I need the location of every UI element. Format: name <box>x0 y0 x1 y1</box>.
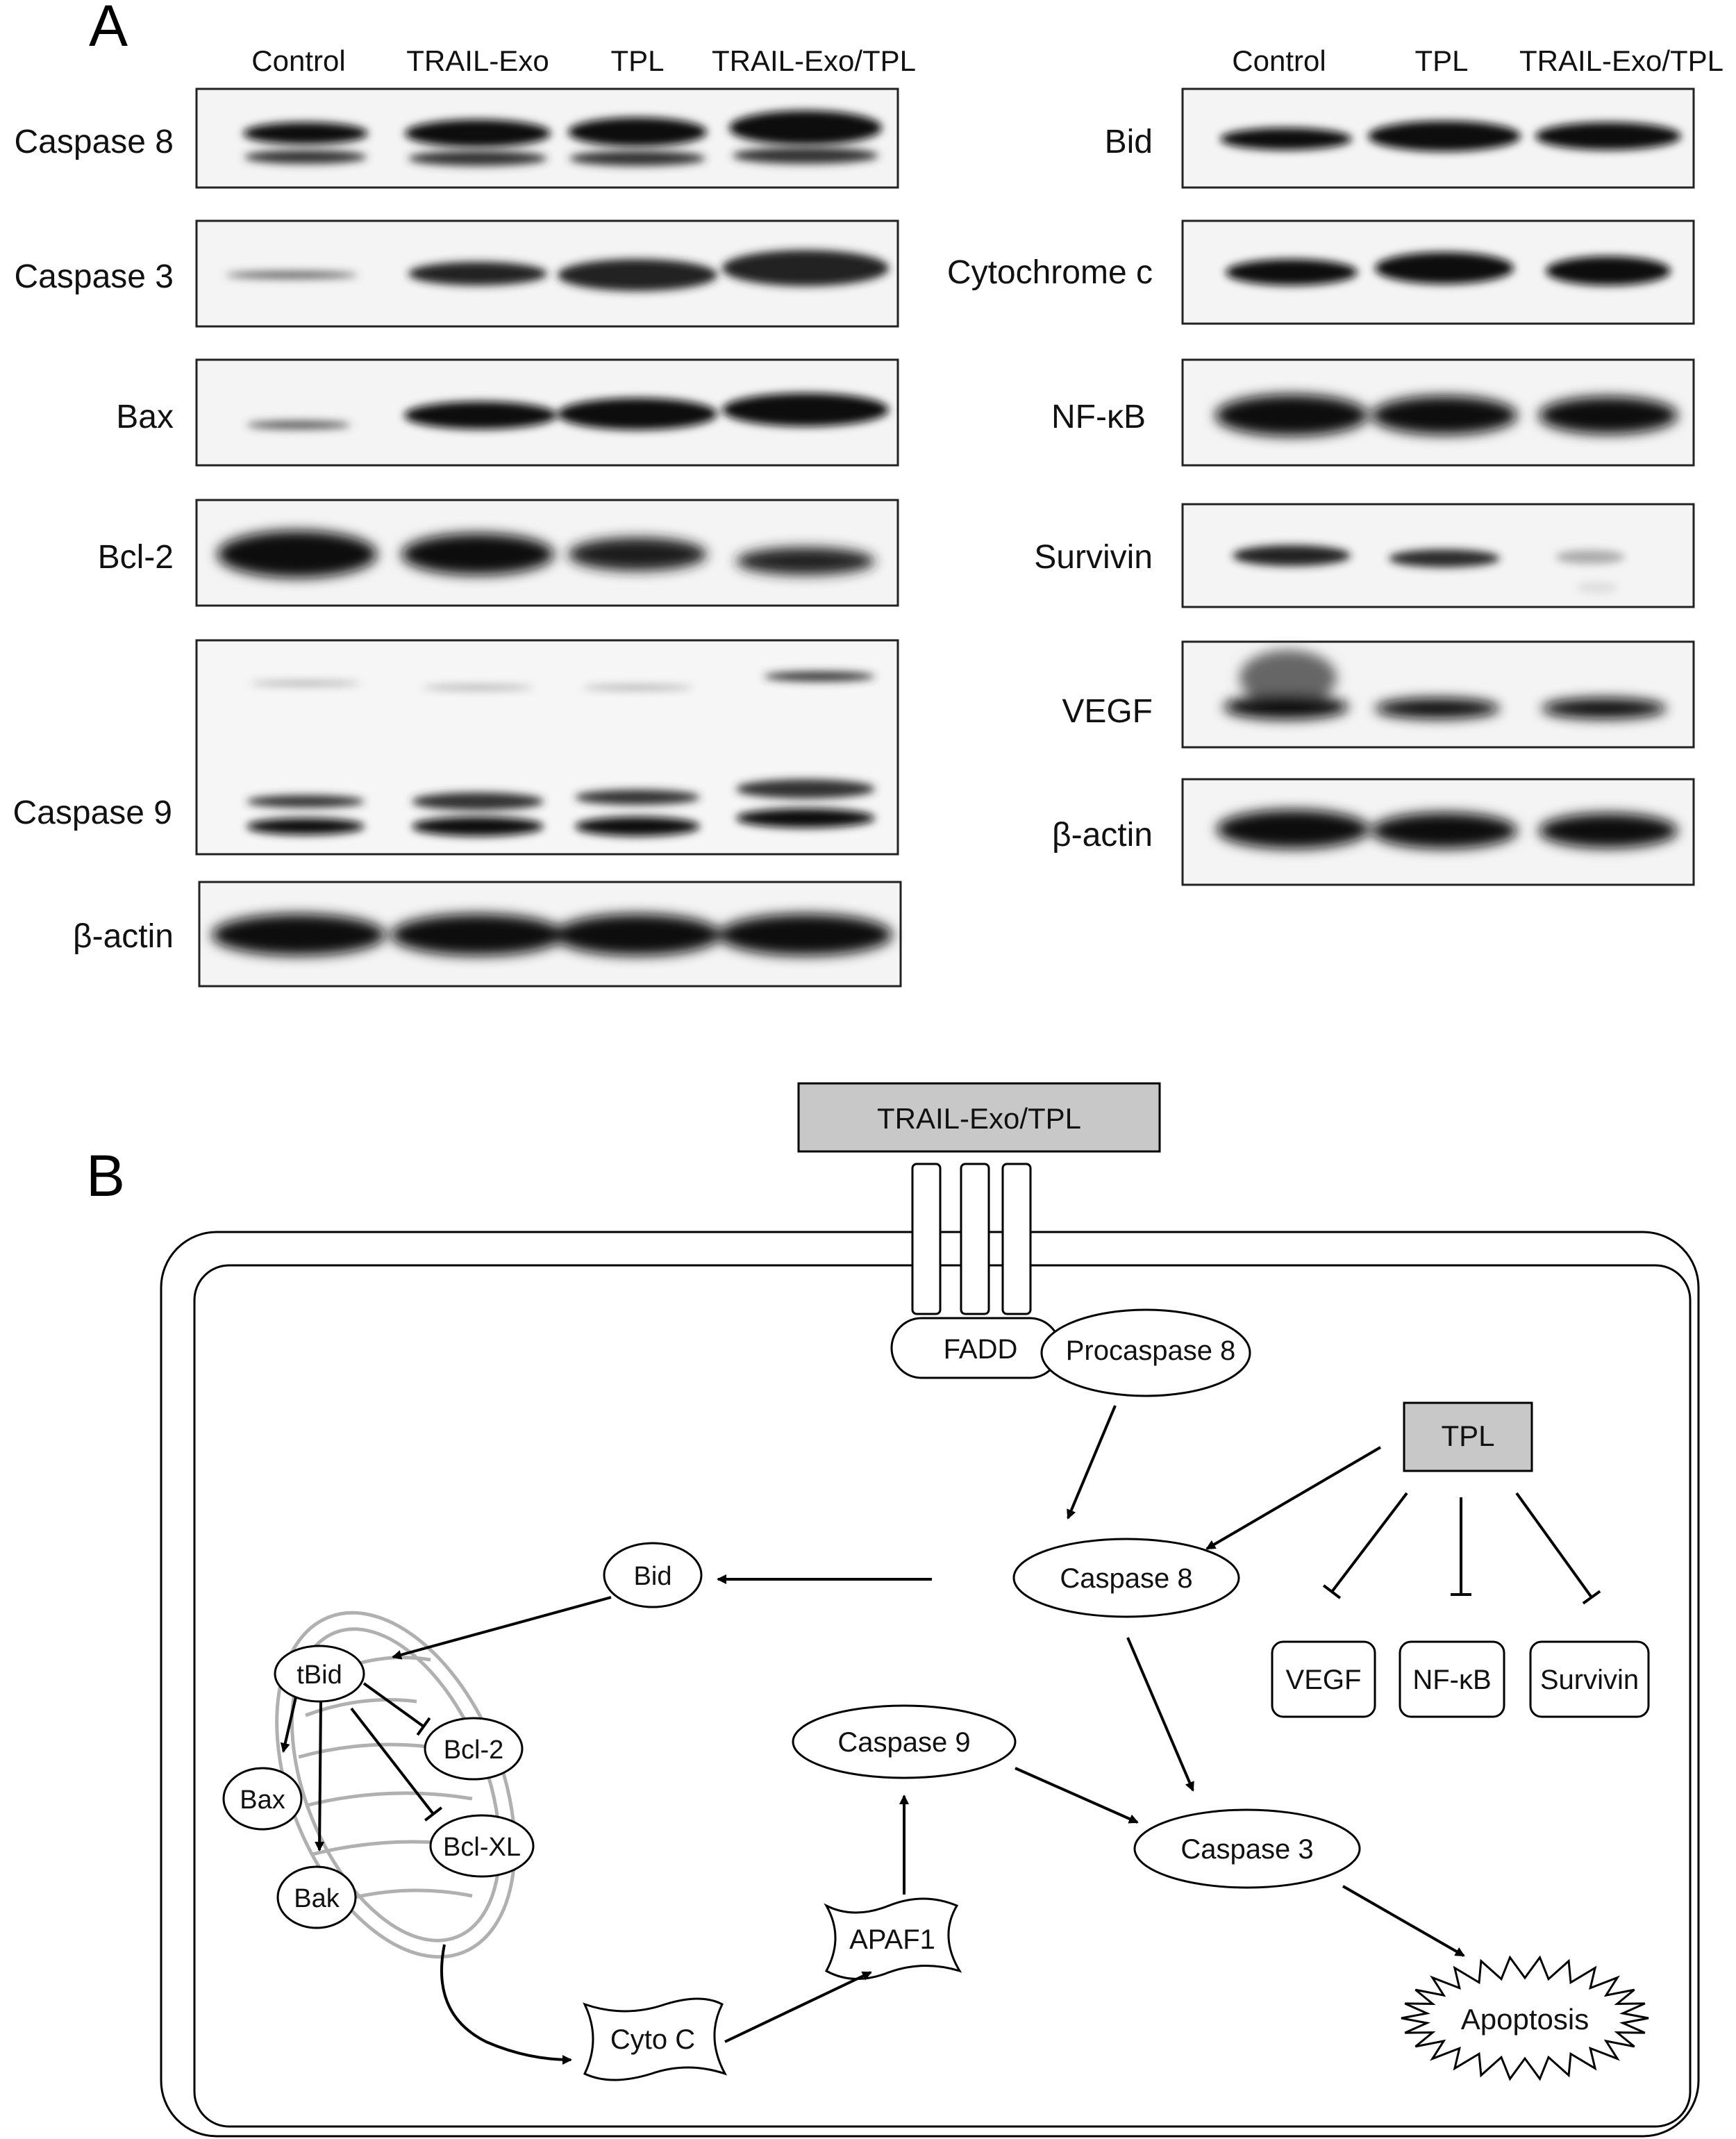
vegf-node <box>1271 1640 1376 1718</box>
bax-node <box>222 1767 303 1831</box>
panel-b-letter: B <box>86 1143 125 1208</box>
apoptosis-node <box>1401 1955 1649 2081</box>
blot-bid: Bid <box>1105 88 1695 189</box>
caspase-9-node <box>792 1704 1017 1779</box>
blot-label: Bid <box>1105 124 1153 160</box>
blot-beta-actin-right: β-actin <box>1052 778 1695 886</box>
lane-label: TRAIL-Exo/TPL <box>1519 44 1724 77</box>
blot-label: Cytochrome c <box>947 254 1153 291</box>
blot-nf-kb: NF-κB <box>1051 358 1695 467</box>
bax-label: Bax <box>240 1786 285 1815</box>
tbid-label: tBid <box>297 1661 342 1690</box>
blot-label: NF-κB <box>1051 399 1146 435</box>
apaf1-node <box>824 1897 962 1980</box>
bak-node <box>276 1865 357 1929</box>
tpl-box <box>1403 1401 1533 1472</box>
caspase-9-label: Caspase 9 <box>837 1727 970 1758</box>
caspase-3-label: Caspase 3 <box>1180 1834 1313 1865</box>
lane-label: Control <box>1232 44 1326 77</box>
blot-bax: Bax <box>116 358 899 467</box>
blot-cytochrome-c: Cytochrome c <box>947 219 1695 325</box>
trail-exo-tpl-box <box>797 1082 1161 1153</box>
blot-label: Caspase 3 <box>15 258 174 295</box>
tpl-label: TPL <box>1441 1420 1494 1452</box>
blot-label: Survivin <box>1034 539 1153 576</box>
caspase-8-node <box>1012 1538 1240 1618</box>
blot-label: Bax <box>116 399 174 435</box>
lane-label: TRAIL-Exo <box>406 44 549 77</box>
blot-label: β-actin <box>1052 817 1153 854</box>
trail-exo-tpl-label: TRAIL-Exo/TPL <box>877 1102 1081 1135</box>
panel-a-letter: A <box>89 0 128 58</box>
pathway-arrows <box>280 1405 1465 2065</box>
fadd-label: FADD <box>944 1334 1018 1365</box>
left-lane-headers: Control TRAIL-Exo TPL TRAIL-Exo/TPL <box>251 44 916 77</box>
blot-label: β-actin <box>73 918 174 955</box>
vegf-label: VEGF <box>1286 1665 1362 1695</box>
apoptosis-label: Apoptosis <box>1461 2003 1589 2036</box>
survivin-node <box>1529 1640 1650 1718</box>
bcl-2-node <box>424 1717 524 1781</box>
lane-label: TRAIL-Exo/TPL <box>712 44 916 77</box>
death-receptor <box>911 1163 1032 1315</box>
cell-inner-membrane <box>193 1264 1692 2128</box>
survivin-label: Survivin <box>1540 1665 1639 1695</box>
lane-label: TPL <box>610 44 664 77</box>
apaf1-label: APAF1 <box>849 1924 935 1955</box>
procaspase-8-node <box>1040 1308 1251 1397</box>
blot-label: Caspase 9 <box>13 794 172 831</box>
right-lane-headers: Control TPL TRAIL-Exo/TPL <box>1232 44 1724 77</box>
nf-kb-label: NF-κB <box>1412 1665 1491 1695</box>
blot-caspase-3: Caspase 3 <box>15 219 899 328</box>
blot-survivin: Survivin <box>1034 503 1695 608</box>
bcl-xl-node <box>429 1814 535 1878</box>
lane-label: Control <box>251 44 345 77</box>
bcl-2-label: Bcl-2 <box>444 1736 504 1765</box>
blot-vegf: VEGF <box>1062 640 1695 749</box>
procaspase-8-label: Procaspase 8 <box>1066 1335 1236 1366</box>
bid-node <box>603 1542 703 1608</box>
caspase-3-node <box>1133 1808 1361 1889</box>
blot-label: Bcl-2 <box>98 539 174 576</box>
cyto-c-node <box>583 1997 728 2081</box>
caspase-8-label: Caspase 8 <box>1060 1563 1192 1594</box>
blot-label: VEGF <box>1062 693 1153 730</box>
blot-caspase-8: Caspase 8 <box>15 88 899 189</box>
blot-label: Caspase 8 <box>15 124 174 160</box>
inhibition-lines <box>350 1492 1601 1822</box>
bcl-xl-label: Bcl-XL <box>443 1833 521 1862</box>
blot-beta-actin-left: β-actin <box>73 881 902 988</box>
bid-label: Bid <box>634 1562 672 1591</box>
blot-bcl-2: Bcl-2 <box>98 499 899 607</box>
bak-label: Bak <box>294 1884 340 1913</box>
blot-caspase-9: Caspase 9 <box>13 639 899 856</box>
lane-label: TPL <box>1414 44 1468 77</box>
nf-kb-node <box>1399 1640 1505 1718</box>
cyto-c-label: Cyto C <box>610 2024 695 2055</box>
